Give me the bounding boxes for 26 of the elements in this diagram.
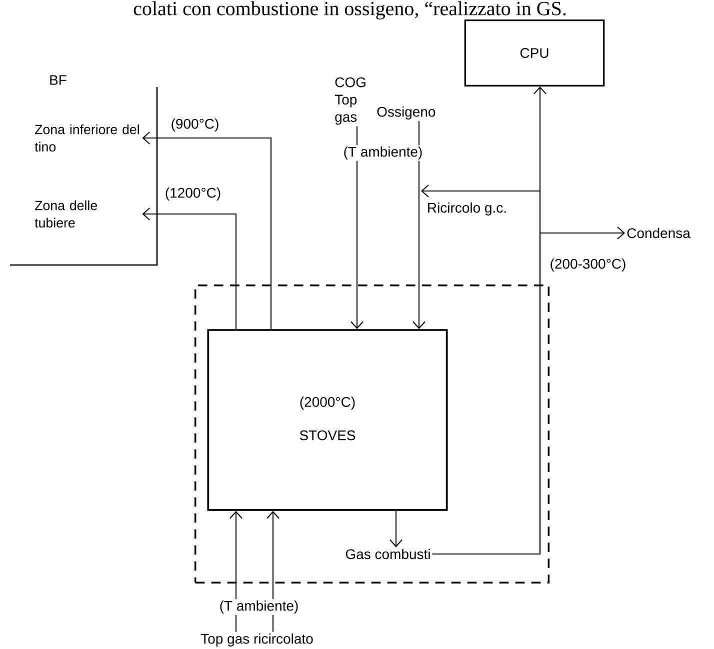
label: BF [48,74,68,86]
input-label: Top gas ricircolato [200,633,313,647]
edge-label: Ricircolo g.c. [426,201,508,217]
arrow [390,510,402,548]
process-box: CPU [464,20,605,86]
input-label: Ossigeno [377,106,436,120]
edge-label: (1200°C) [164,186,222,202]
arrow [142,208,237,330]
zone-label: Zona inferiore del tino [34,124,139,152]
zone-label: Zona delle tubiere [34,200,97,228]
dashed-boundary [194,284,550,584]
arrow [230,510,242,632]
output-label: Condensa [627,228,690,238]
process-box: (2000°C) STOVES [207,329,448,511]
label: (T ambiente) [342,145,424,161]
input-label: COG Top gas [334,77,366,125]
title: colati con combustione in ossigeno, “realizzato in GS. [134,1,566,20]
arrow [350,126,364,330]
label: (T ambiente) [218,599,300,615]
arrow [142,132,272,330]
arrow [266,510,280,632]
arrow [432,226,625,555]
output-label: Gas combusti [346,548,430,560]
edge-label: (200-300°C) [548,257,628,273]
edge-label: (900°C) [169,117,221,133]
arrow [412,121,426,330]
